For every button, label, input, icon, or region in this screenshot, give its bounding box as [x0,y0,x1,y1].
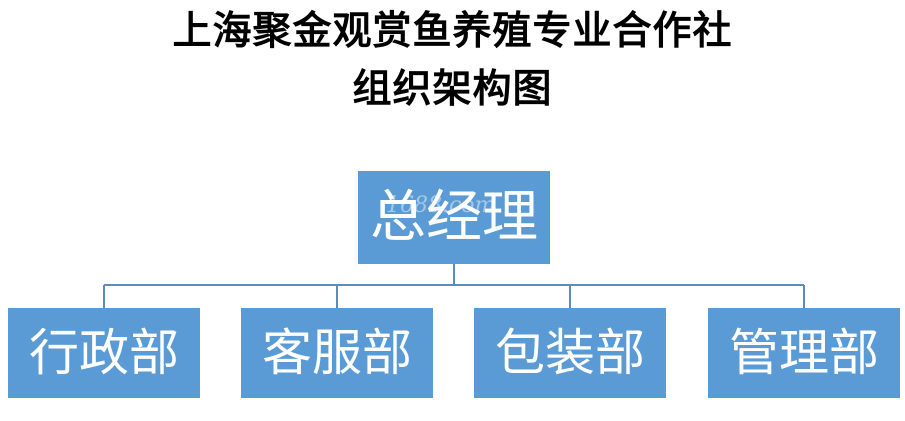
node-department-3: 管理部 [708,308,900,398]
chart-title-line-1: 上海聚金观赏鱼养殖专业合作社 [172,9,733,54]
node-general-manager: 总经理 [358,171,550,264]
chart-title-line-2: 组织架构图 [352,67,553,112]
node-department-1: 客服部 [241,308,433,398]
node-department-2: 包装部 [474,308,666,398]
node-department-0: 行政部 [8,308,200,398]
